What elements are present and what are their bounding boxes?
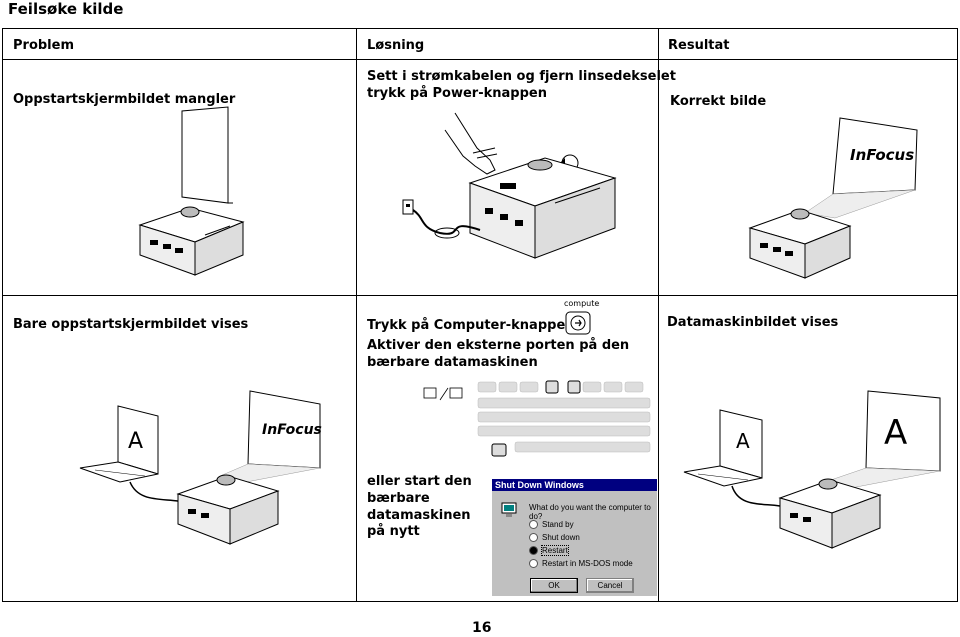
computer-icon xyxy=(501,502,517,517)
alt-line4: på nytt xyxy=(367,524,420,539)
projector-illustration xyxy=(138,206,245,276)
dialog-option[interactable]: Stand by xyxy=(529,520,574,530)
alt-line2: bærbare xyxy=(367,491,430,506)
row2-solution-line1: Trykk på Computer-knappen. xyxy=(367,318,580,333)
infocus-logo: InFocus xyxy=(262,422,322,438)
row1-problem: Oppstartskjermbildet mangler xyxy=(13,92,236,107)
screen-letter: A xyxy=(736,429,750,453)
screen-letter: A xyxy=(128,429,143,454)
correct-image-illustration: InFocus xyxy=(748,117,918,279)
dialog-question: What do you want the computer to do? xyxy=(529,503,651,521)
header-solution: Løsning xyxy=(367,38,425,53)
infocus-logo: InFocus xyxy=(850,146,914,164)
row1-result: Korrekt bilde xyxy=(670,94,767,109)
troubleshooting-table: Problem Løsning Resultat Oppstartskjermb… xyxy=(2,28,958,602)
option-label: Stand by xyxy=(542,520,574,529)
option-label: Restart in MS-DOS mode xyxy=(542,559,633,568)
header-problem: Problem xyxy=(13,38,74,53)
ok-button[interactable]: OK xyxy=(530,578,578,593)
row2-solution-line3: bærbare datamaskinen xyxy=(367,355,538,370)
keyboard-illustration xyxy=(423,380,651,457)
cancel-button[interactable]: Cancel xyxy=(586,578,634,593)
row2-problem: Bare oppstartskjermbildet vises xyxy=(13,317,249,332)
computer-image-illustration: A A xyxy=(683,390,941,549)
header-divider xyxy=(3,59,957,60)
option-label: Restart xyxy=(541,545,569,556)
screen-letter: A xyxy=(884,413,907,453)
row1-solution-line1: Sett i strømkabelen og fjern linsedeksel… xyxy=(367,69,676,84)
page-number: 16 xyxy=(472,620,492,636)
alt-line3: datamaskinen xyxy=(367,508,471,523)
option-label: Shut down xyxy=(542,533,580,542)
shutdown-dialog: Shut Down Windows What do you want the c… xyxy=(492,479,657,596)
row1-solution-line2: trykk på Power-knappen xyxy=(367,86,547,101)
column-divider xyxy=(658,29,659,601)
blank-screen-illustration xyxy=(181,106,233,204)
alt-line1: eller start den xyxy=(367,474,472,489)
dialog-option[interactable]: Shut down xyxy=(529,533,580,543)
computer-button-illustration: computer xyxy=(564,299,600,335)
dialog-title: Shut Down Windows xyxy=(492,479,657,491)
row-divider xyxy=(3,295,957,296)
column-divider xyxy=(356,29,357,601)
header-result: Resultat xyxy=(668,38,730,53)
section-title: Feilsøke kilde xyxy=(8,0,124,18)
dialog-option[interactable]: Restart in MS-DOS mode xyxy=(529,559,633,569)
startup-screen-illustration: A InFocus xyxy=(79,390,322,545)
power-button-illustration xyxy=(402,112,617,259)
row2-solution-line2: Aktiver den eksterne porten på den xyxy=(367,338,630,353)
dialog-option-selected[interactable]: Restart xyxy=(529,545,569,556)
computer-button-label: computer xyxy=(564,299,600,308)
row2-result: Datamaskinbildet vises xyxy=(667,315,839,330)
